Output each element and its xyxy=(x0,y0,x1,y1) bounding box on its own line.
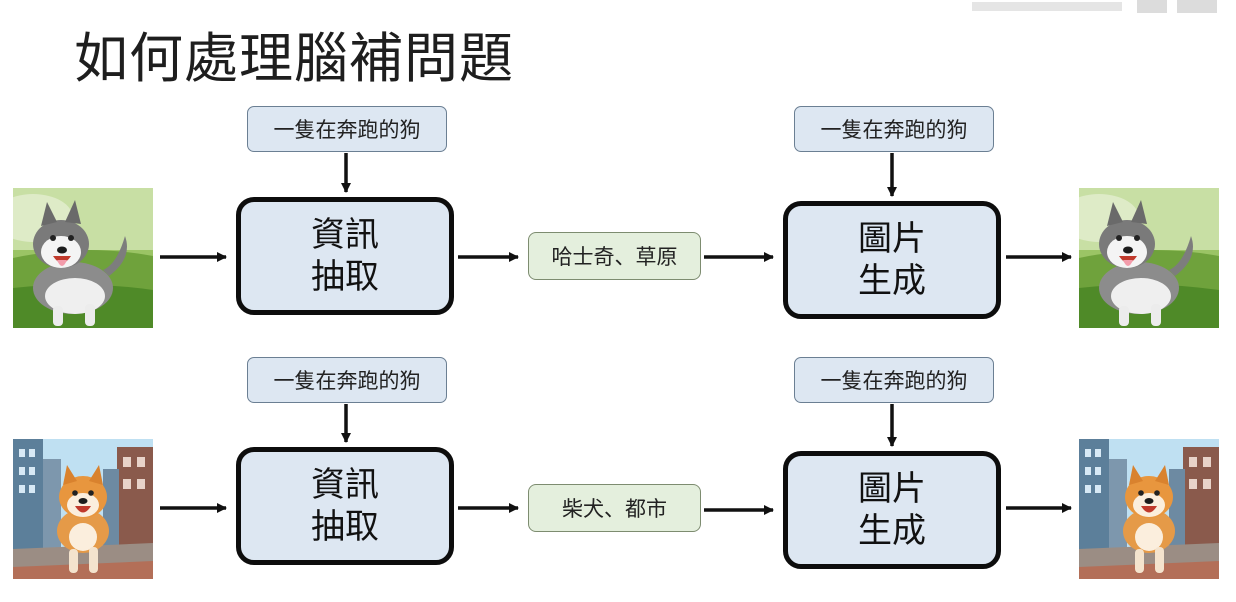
page-title: 如何處理腦補問題 xyxy=(74,27,514,90)
prompt-box: 一隻在奔跑的狗 xyxy=(794,357,994,403)
block-label-line: 生成 xyxy=(858,261,926,301)
prompt-box: 一隻在奔跑的狗 xyxy=(247,106,447,152)
shiba-in-city-image xyxy=(13,439,153,579)
watermark xyxy=(972,0,1217,13)
husky-on-grass-image xyxy=(1079,188,1219,328)
block-label-line: 圖片 xyxy=(858,469,926,509)
image-generation-block: 圖片 生成 xyxy=(783,451,1001,569)
extracted-keywords-box: 哈士奇、草原 xyxy=(528,232,701,280)
prompt-box: 一隻在奔跑的狗 xyxy=(794,106,994,152)
block-label-line: 抽取 xyxy=(311,257,379,297)
extracted-keywords-box: 柴犬、都市 xyxy=(528,484,701,532)
block-label-line: 資訊 xyxy=(311,215,379,255)
shiba-in-city-image xyxy=(1079,439,1219,579)
prompt-box: 一隻在奔跑的狗 xyxy=(247,357,447,403)
block-label-line: 資訊 xyxy=(311,465,379,505)
information-extraction-block: 資訊 抽取 xyxy=(236,197,454,315)
image-generation-block: 圖片 生成 xyxy=(783,201,1001,319)
block-label-line: 抽取 xyxy=(311,507,379,547)
block-label-line: 生成 xyxy=(858,511,926,551)
block-label-line: 圖片 xyxy=(858,219,926,259)
husky-on-grass-image xyxy=(13,188,153,328)
information-extraction-block: 資訊 抽取 xyxy=(236,447,454,565)
